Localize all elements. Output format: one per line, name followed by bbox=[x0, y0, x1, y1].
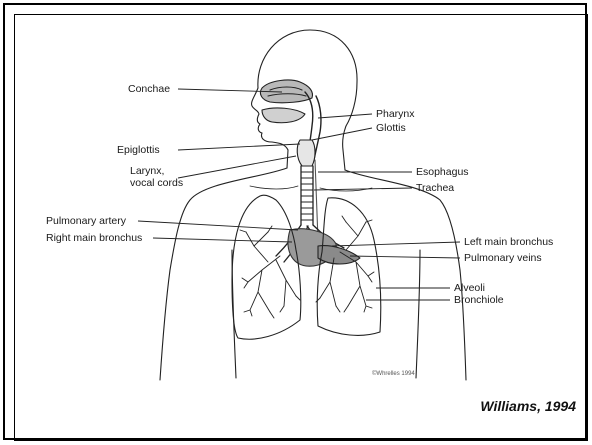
label-conchae: Conchae bbox=[128, 83, 170, 95]
label-left-main-bronchus: Left main bronchus bbox=[464, 236, 553, 248]
credit-text: Williams, 1994 bbox=[480, 398, 576, 414]
label-esophagus: Esophagus bbox=[416, 166, 469, 178]
trachea-rings bbox=[301, 166, 313, 225]
leader-right-main-bronchus bbox=[153, 238, 292, 242]
leader-pulmonary-veins bbox=[350, 256, 460, 258]
artist-signature: ©Whrelles 1994 bbox=[372, 371, 415, 377]
left-lung bbox=[317, 198, 381, 336]
leader-epiglottis bbox=[178, 144, 300, 150]
label-pharynx: Pharynx bbox=[376, 108, 415, 120]
neck-right bbox=[343, 150, 345, 170]
label-vocal-cords: vocal cords bbox=[130, 177, 183, 189]
label-trachea: Trachea bbox=[416, 182, 454, 194]
left-shoulder bbox=[160, 168, 287, 380]
label-alveoli: Alveoli bbox=[454, 282, 485, 294]
label-epiglottis: Epiglottis bbox=[117, 144, 160, 156]
label-larynx: Larynx, bbox=[130, 165, 164, 177]
oral-cavity bbox=[262, 108, 305, 123]
right-shoulder bbox=[345, 170, 466, 380]
label-glottis: Glottis bbox=[376, 122, 406, 134]
pulmonary-vein-shade bbox=[318, 246, 360, 264]
label-pulmonary-artery: Pulmonary artery bbox=[46, 215, 126, 227]
leader-larynx bbox=[178, 156, 296, 178]
neck-left bbox=[287, 150, 288, 168]
leader-pharynx bbox=[318, 114, 372, 118]
label-pulmonary-veins: Pulmonary veins bbox=[464, 252, 542, 264]
right-arm-inner bbox=[416, 250, 420, 378]
leader-pulmonary-artery bbox=[138, 221, 298, 230]
label-right-main-bronchus: Right main bronchus bbox=[46, 232, 142, 244]
label-bronchiole: Bronchiole bbox=[454, 294, 504, 306]
right-lung bbox=[232, 195, 301, 339]
